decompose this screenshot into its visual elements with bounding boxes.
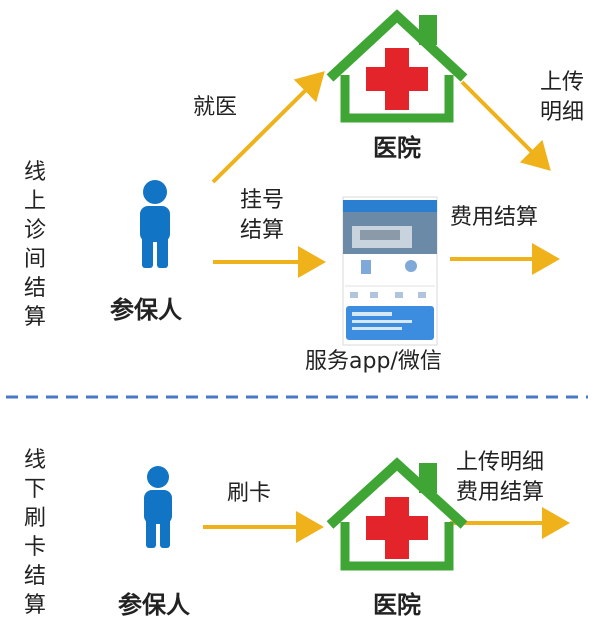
arrow-upload [460, 80, 551, 171]
visit-label: 就医 [193, 95, 238, 120]
patient-label: 参保人 [118, 591, 190, 619]
phone-app-screenshot [342, 196, 438, 346]
online-side-label: 线上诊间结算 [23, 160, 46, 330]
upload-detail-label: 上传明细 [540, 70, 585, 125]
hospital-label: 医院 [373, 134, 421, 162]
person-icon [144, 466, 172, 548]
arrow-visit [211, 71, 325, 184]
offline-side-label: 线下刷卡结算 [23, 448, 46, 618]
fee-settle-label: 费用结算 [450, 205, 539, 230]
swipe-card-label: 刷卡 [227, 481, 272, 506]
hospital-house-icon [326, 457, 468, 571]
patient-label: 参保人 [110, 296, 182, 324]
person-icon [140, 180, 170, 268]
hospital-label: 医院 [373, 591, 421, 619]
upload-fee-settle-label: 上传明细费用结算 [456, 450, 545, 505]
hospital-house-icon [326, 9, 468, 123]
app-wechat-label: 服务app/微信 [305, 349, 442, 374]
register-settle-label: 挂号结算 [240, 188, 285, 243]
